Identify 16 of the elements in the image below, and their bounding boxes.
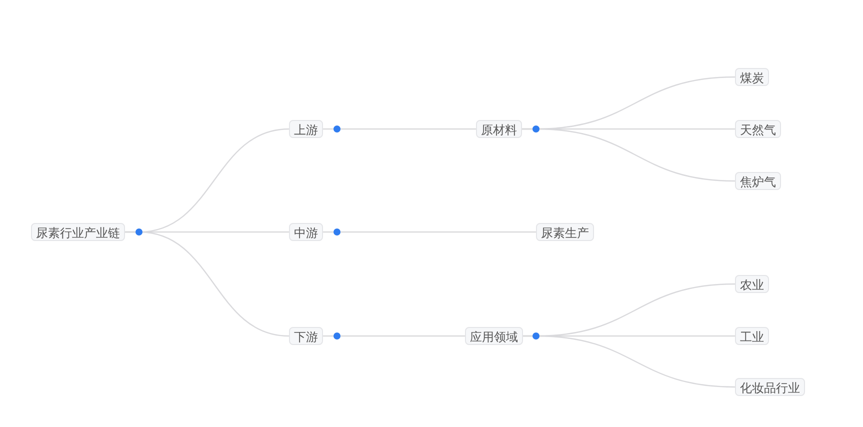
topic-box: 尿素行业产业链 [31, 223, 125, 241]
topic-box: 中游 [289, 223, 323, 241]
branch-line [323, 231, 536, 233]
topic-box: 煤炭 [735, 68, 769, 86]
topic-box: 焦炉气 [735, 172, 781, 190]
topic-box: 农业 [735, 275, 769, 293]
topic-box: 天然气 [735, 120, 781, 138]
topic-box: 化妆品行业 [735, 378, 805, 396]
branch-line [323, 128, 476, 130]
topic-box: 原材料 [476, 120, 522, 138]
topic-box: 尿素生产 [536, 223, 594, 241]
topic-box: 上游 [289, 120, 323, 138]
topic-box: 工业 [735, 327, 769, 345]
branch-line [323, 335, 465, 337]
topic-box: 下游 [289, 327, 323, 345]
topic-box: 应用领域 [465, 327, 523, 345]
